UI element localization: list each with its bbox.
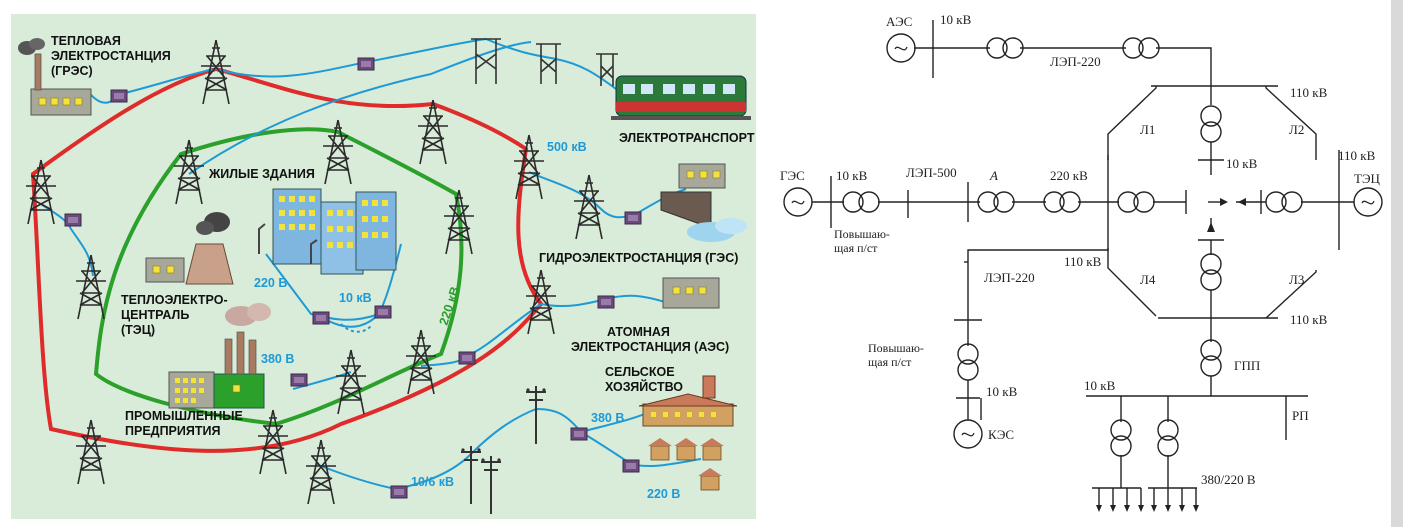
svg-text:(ГРЭС): (ГРЭС) xyxy=(51,64,93,78)
dashed-cable xyxy=(340,323,372,333)
label-110kv-top: 110 кВ xyxy=(1290,85,1328,100)
label-a: А xyxy=(989,168,998,183)
label-10kv-mid: 10 кВ xyxy=(1226,156,1258,171)
gres-building xyxy=(18,38,92,116)
label-ges: ГЭС xyxy=(780,168,805,183)
svg-text:ХОЗЯЙСТВО: ХОЗЯЙСТВО xyxy=(605,379,683,394)
line-220kv-ring xyxy=(93,127,464,427)
svg-text:Повышаю-: Повышаю- xyxy=(834,227,890,241)
label-220kv: 220 кВ xyxy=(1050,168,1088,183)
svg-text:ЦЕНТРАЛЬ: ЦЕНТРАЛЬ xyxy=(121,308,189,322)
generator-tec-icon xyxy=(1353,187,1383,217)
label-l4: Л4 xyxy=(1140,272,1156,287)
svg-text:ЭЛЕКТРОСТАНЦИЯ (АЭС): ЭЛЕКТРОСТАНЦИЯ (АЭС) xyxy=(571,340,729,354)
scan-edge xyxy=(1391,0,1403,527)
label-10kv-rp: 10 кВ xyxy=(1084,378,1116,393)
svg-text:АТОМНАЯ: АТОМНАЯ xyxy=(607,325,670,339)
voltage-220v-farm: 220 В xyxy=(647,487,680,501)
svg-text:ЭЛЕКТРОСТАНЦИЯ: ЭЛЕКТРОСТАНЦИЯ xyxy=(51,49,171,63)
label-110kv-right: 110 кВ xyxy=(1338,148,1376,163)
label-lep220-top: ЛЭП-220 xyxy=(1050,54,1101,69)
label-rp: РП xyxy=(1292,408,1309,423)
label-l2: Л2 xyxy=(1289,122,1304,137)
tec-label: ТЕПЛОЭЛЕКТРО- ЦЕНТРАЛЬ (ТЭЦ) xyxy=(121,293,228,337)
svg-text:СЕЛЬСКОЕ: СЕЛЬСКОЕ xyxy=(605,365,675,379)
svg-text:ПРЕДПРИЯТИЯ: ПРЕДПРИЯТИЯ xyxy=(125,424,220,438)
label-ges-kv: 10 кВ xyxy=(836,168,868,183)
label-aes: АЭС xyxy=(886,14,912,29)
label-10kv-kes: 10 кВ xyxy=(986,384,1018,399)
power-grid-illustration: ТЕПЛОВАЯ ЭЛЕКТРОСТАНЦИЯ (ГРЭС) ЭЛЕКТРОТР… xyxy=(11,14,756,519)
farm-buildings xyxy=(638,375,738,491)
industry-label: ПРОМЫШЛЕННЫЕ ПРЕДПРИЯТИЯ xyxy=(125,409,243,438)
generator-aes-icon xyxy=(886,33,916,63)
voltage-220v: 220 В xyxy=(254,276,287,290)
aes-label: АТОМНАЯ ЭЛЕКТРОСТАНЦИЯ (АЭС) xyxy=(571,325,729,354)
svg-text:Повышаю-: Повышаю- xyxy=(868,341,924,355)
voltage-500kv: 500 кВ xyxy=(547,140,587,154)
label-380-220v: 380/220 В xyxy=(1201,472,1256,487)
houses-label: ЖИЛЫЕ ЗДАНИЯ xyxy=(208,167,315,181)
label-l1: Л1 xyxy=(1140,122,1155,137)
power-grid-schematic: АЭС 10 кВ ЛЭП-220 110 кВ Л1 Л2 10 кВ 110… xyxy=(756,0,1403,527)
label-lep220-bottom: ЛЭП-220 xyxy=(984,270,1035,285)
voltage-10kv: 10 кВ xyxy=(339,291,372,305)
svg-text:ПРОМЫШЛЕННЫЕ: ПРОМЫШЛЕННЫЕ xyxy=(125,409,243,423)
svg-text:ТЕПЛОВАЯ: ТЕПЛОВАЯ xyxy=(51,34,121,48)
label-gpp: ГПП xyxy=(1234,358,1260,373)
label-lep500: ЛЭП-500 xyxy=(906,165,957,180)
label-aes-kv: 10 кВ xyxy=(940,12,972,27)
ges-plant xyxy=(660,163,747,242)
label-110kv-left: 110 кВ xyxy=(1064,254,1102,269)
label-kes: КЭС xyxy=(988,427,1014,442)
aes-plant xyxy=(662,277,720,309)
arrows xyxy=(1096,198,1246,512)
line-500kv-ring xyxy=(30,66,544,453)
svg-text:ТЕПЛОЭЛЕКТРО-: ТЕПЛОЭЛЕКТРО- xyxy=(121,293,228,307)
label-110kv-bottom: 110 кВ xyxy=(1290,312,1328,327)
generator-kes-icon xyxy=(953,419,983,449)
farm-label: СЕЛЬСКОЕ ХОЗЯЙСТВО xyxy=(605,365,683,394)
industrial-plant xyxy=(168,303,271,409)
ges-label: ГИДРОЭЛЕКТРОСТАНЦИЯ (ГЭС) xyxy=(539,251,738,265)
voltage-10-6kv: 10/6 кВ xyxy=(411,475,454,489)
label-tec: ТЭЦ xyxy=(1354,171,1381,186)
residential-buildings xyxy=(258,188,397,275)
svg-text:(ТЭЦ): (ТЭЦ) xyxy=(121,323,155,337)
gres-label: ТЕПЛОВАЯ ЭЛЕКТРОСТАНЦИЯ (ГРЭС) xyxy=(51,34,171,78)
voltage-380v-farm: 380 В xyxy=(591,411,624,425)
tec-plant xyxy=(145,212,234,285)
svg-text:щая п/ст: щая п/ст xyxy=(834,241,878,255)
train xyxy=(611,75,751,120)
schematic-lines xyxy=(812,20,1354,505)
generator-ges-icon xyxy=(783,187,813,217)
gantries xyxy=(471,38,618,86)
label-l3: Л3 xyxy=(1289,272,1304,287)
label-step-up: Повышаю- щая п/ст xyxy=(834,227,890,255)
voltage-380v: 380 В xyxy=(261,352,294,366)
transformer-icons xyxy=(842,37,1303,457)
transport-label: ЭЛЕКТРОТРАНСПОРТ xyxy=(619,131,755,145)
label-step-up-2: Повышаю- щая п/ст xyxy=(868,341,924,369)
svg-text:щая п/ст: щая п/ст xyxy=(868,355,912,369)
